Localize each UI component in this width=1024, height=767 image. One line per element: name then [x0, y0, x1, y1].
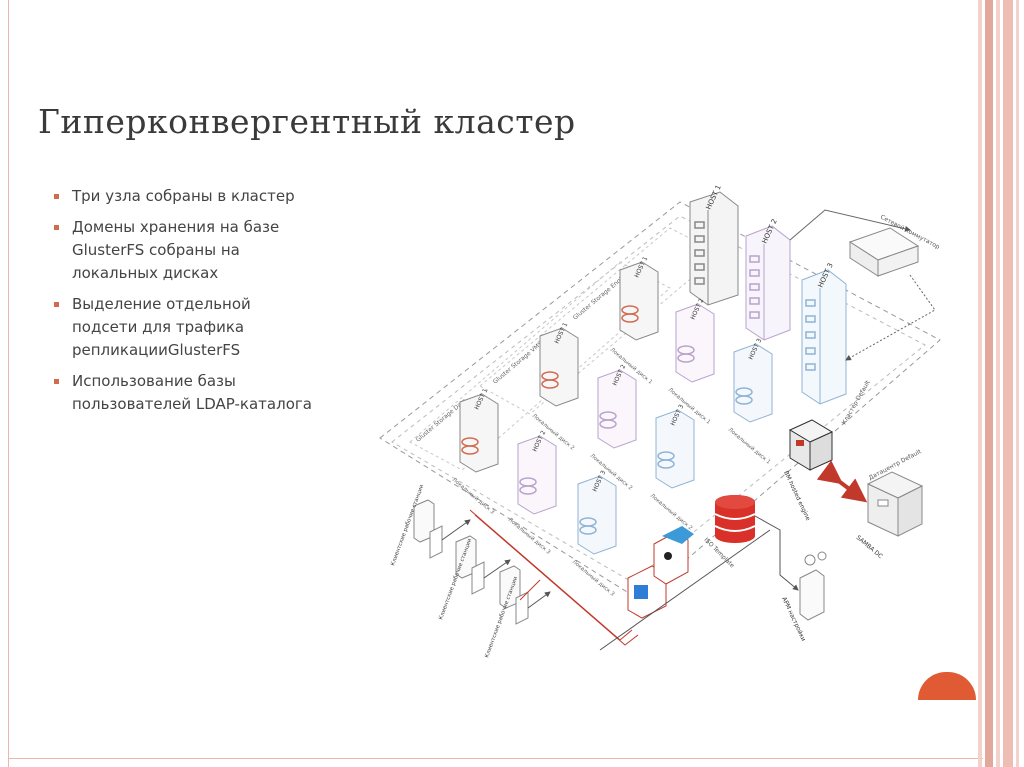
host-server-3: HOST 3 [801, 262, 847, 405]
bullet-item: Выделение отдельной подсети для трафика … [52, 293, 312, 362]
disk-host-gray-1: HOST 1 [459, 387, 499, 473]
disk-host-blue-2: HOST 3 [655, 403, 695, 489]
slide-title: Гиперконвергентный кластер [38, 102, 576, 141]
bullet-text: Использование базы пользователей LDAP-ка… [72, 372, 312, 413]
bullet-marker [54, 379, 59, 384]
network-switch [848, 227, 920, 277]
bullet-marker [54, 194, 59, 199]
samba-label: SAMBA DC [855, 534, 884, 560]
cluster-diagram: Датацентр Default Кластер Default Gluste… [379, 184, 941, 659]
replication-links [469, 509, 639, 646]
bullet-text: Домены хранения на базе GlusterFS собран… [72, 218, 280, 282]
host-server-1: HOST 1 [689, 184, 739, 306]
vm-label: ВМ hosted engine [782, 470, 811, 522]
storage-domain-lanes [409, 227, 721, 471]
disk-host-purple-3: HOST 2 [675, 297, 715, 383]
bullet-marker [54, 225, 59, 230]
datacenter-boundary [379, 201, 941, 601]
slide-frame [8, 0, 984, 767]
client-workstation [413, 499, 443, 559]
disk-host-purple-2: HOST 2 [597, 363, 637, 449]
bullet-item: Использование базы пользователей LDAP-ка… [52, 370, 312, 416]
disk-host-gray-3: HOST 1 [619, 255, 659, 341]
bullet-list: Три узла собраны в кластер Домены хранен… [52, 185, 312, 424]
bullet-text: Три узла собраны в кластер [72, 187, 295, 205]
disk-host-blue-1: HOST 3 [577, 469, 617, 555]
bullet-item: Три узла собраны в кластер [52, 185, 312, 208]
disk-label: Локальный диск 1 [727, 426, 772, 466]
disk-host-blue-3: HOST 3 [733, 337, 773, 423]
admin-workstation [799, 551, 827, 621]
network-links [441, 519, 771, 651]
decorative-stripes [978, 0, 1024, 767]
disk-host-gray-2: HOST 1 [539, 321, 579, 407]
client-workstation [455, 535, 485, 595]
samba-dc-server [866, 471, 924, 537]
ldap-link-arrow [816, 460, 868, 503]
bullet-text: Выделение отдельной подсети для трафика … [72, 295, 251, 359]
disk-label: Локальный диск 2 [649, 492, 694, 532]
host-server-2: HOST 2 [745, 218, 791, 341]
os-template-icons [627, 526, 694, 619]
bullet-item: Домены хранения на базе GlusterFS собран… [52, 216, 312, 285]
disk-label: Локальный диск 3 [451, 476, 497, 516]
bullet-marker [54, 302, 59, 307]
disk-label: Локальный диск 3 [571, 558, 617, 598]
disk-host-purple-1: HOST 2 [517, 429, 557, 515]
client-workstation [499, 565, 529, 625]
slide-frame-bottom [8, 758, 983, 759]
iso-database-icon [714, 495, 756, 543]
vm-hosted-engine [788, 419, 834, 471]
